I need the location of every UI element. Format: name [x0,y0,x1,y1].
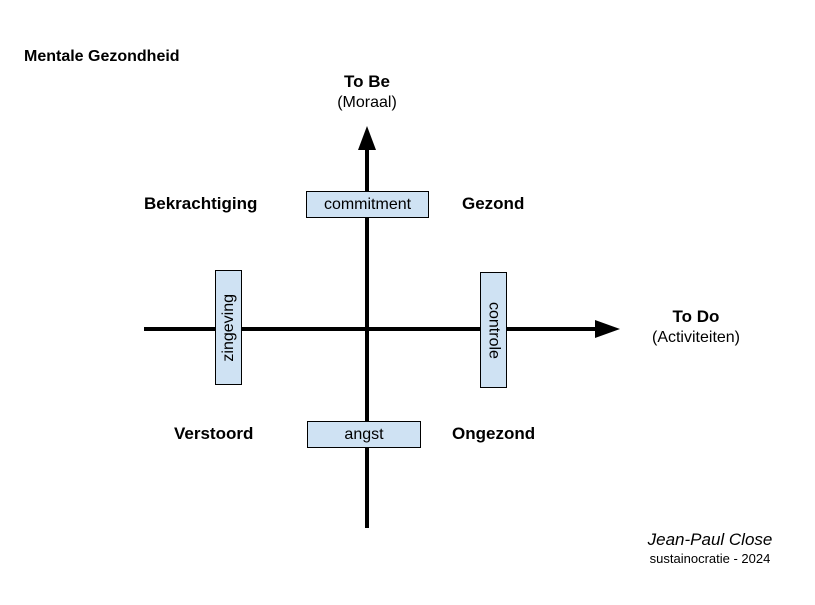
horizontal-arrowhead-icon [595,320,620,338]
vertical-axis-label-group: To Be (Moraal) [317,72,417,112]
horizontal-axis-label-group: To Do (Activiteiten) [636,307,756,347]
box-top: commitment [306,191,429,218]
diagram-title: Mentale Gezondheid [24,48,180,65]
quadrant-bottom-right: Ongezond [452,424,536,443]
horizontal-axis-sublabel: (Activiteiten) [651,329,741,346]
credit-org-year: sustainocratie - 2024 [649,551,771,566]
box-top-label: commitment [323,195,412,213]
box-left: zingeving [215,270,242,385]
credit: Jean-Paul Close sustainocratie - 2024 [640,530,780,566]
vertical-axis-label: To Be [344,72,390,91]
box-bottom-label: angst [344,425,384,443]
quadrant-bottom-left: Verstoord [174,424,254,443]
box-right-label: controle [485,301,503,359]
vertical-axis-sublabel: (Moraal) [337,94,397,111]
quadrant-top-right: Gezond [462,194,525,213]
quadrant-top-left: Bekrachtiging [144,194,258,213]
credit-author: Jean-Paul Close [647,530,773,549]
vertical-arrowhead-icon [358,126,376,150]
horizontal-axis-label: To Do [672,307,720,326]
box-bottom: angst [307,421,421,448]
box-left-label: zingeving [219,293,237,362]
box-right: controle [480,272,507,388]
